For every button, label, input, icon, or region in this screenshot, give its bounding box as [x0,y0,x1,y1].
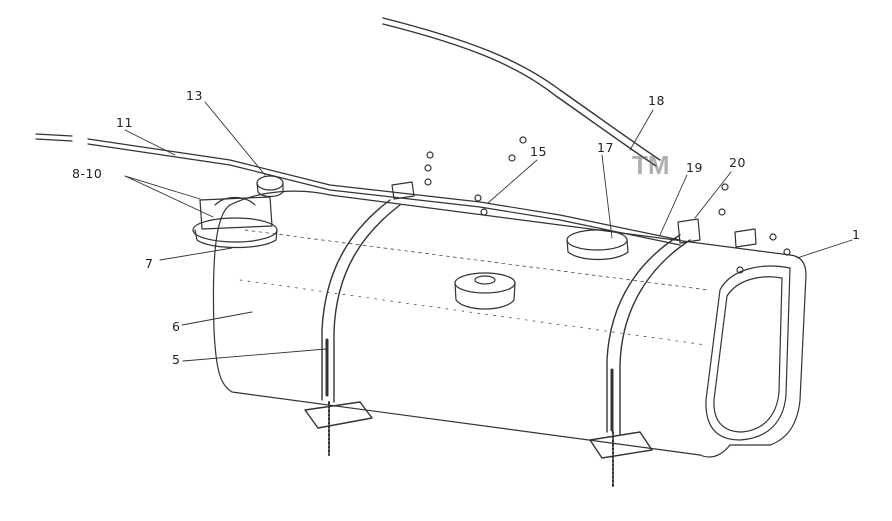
callout-6: 6 [172,319,181,334]
tank-strap-front [304,199,401,456]
callout-7: 7 [145,256,154,271]
callout-17: 17 [597,140,614,155]
callout-20: 20 [729,155,746,170]
fuel-tank-body [212,190,807,458]
callout-1: 1 [852,227,861,242]
breather-fitting [566,229,629,261]
drain-fitting [454,272,516,310]
tank-strap-rear [589,234,691,489]
callout-13: 13 [186,88,203,103]
leader-lines [124,101,853,362]
fuel-sender-unit [192,196,278,249]
vent-hose [382,17,661,167]
mounting-brackets [391,136,791,274]
callout-15: 15 [530,144,547,159]
callout-18: 18 [648,93,665,108]
callout-8-10: 8-10 [72,166,103,181]
callout-5: 5 [172,352,181,367]
fuel-lines [35,133,681,246]
callout-19: 19 [686,160,703,175]
callout-11: 11 [116,115,133,130]
watermark-trademark: TM [632,150,670,180]
